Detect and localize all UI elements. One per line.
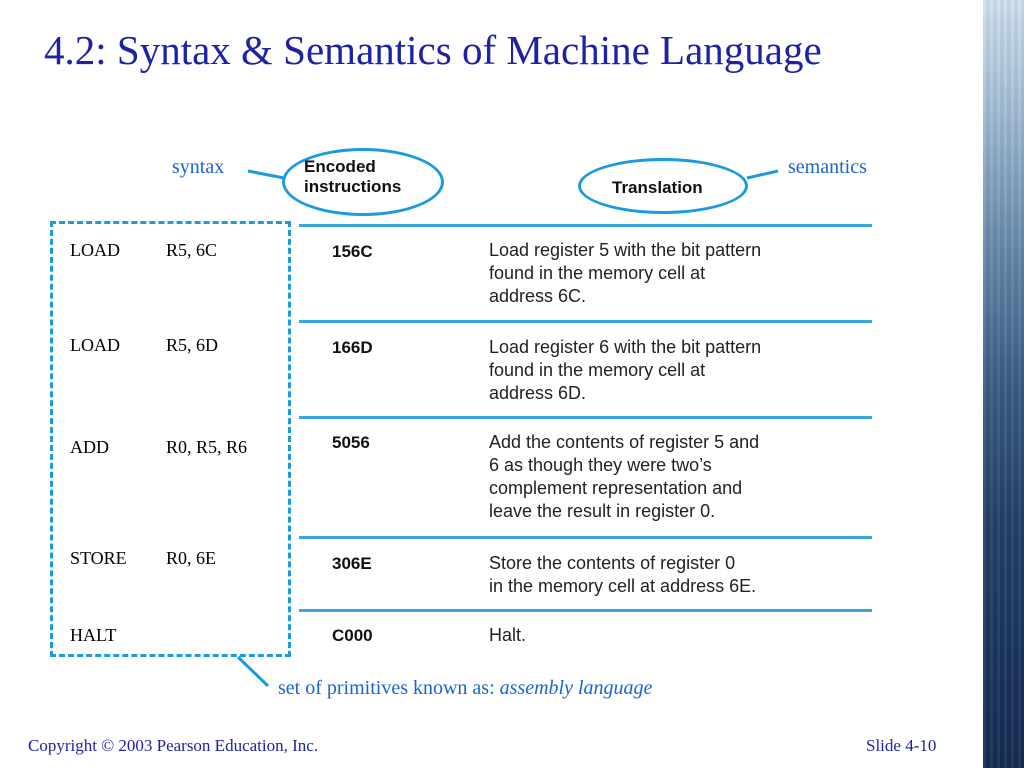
assembly-instruction: HALT: [70, 625, 166, 646]
translation-line: Load register 5 with the bit pattern: [489, 240, 762, 260]
encoded-instructions-header: Encoded instructions: [304, 157, 401, 197]
slide-title: 4.2: Syntax & Semantics of Machine Langu…: [44, 27, 822, 73]
instruction-translation: Halt.: [489, 624, 526, 647]
translation-line: address 6C.: [489, 286, 587, 306]
assembly-instruction: LOAD R5, 6D: [70, 335, 218, 356]
translation-line: 6 as though they were two’s: [489, 455, 712, 475]
translation-line: leave the result in register 0.: [489, 501, 716, 521]
assembly-instruction: STORE R0, 6E: [70, 548, 216, 569]
operands: R0, 6E: [166, 548, 217, 568]
operands: R5, 6D: [166, 335, 219, 355]
opcode: LOAD: [70, 240, 120, 260]
assembly-language-note: set of primitives known as: assembly lan…: [278, 677, 652, 700]
assembly-instruction: ADD R0, R5, R6: [70, 437, 247, 458]
semantics-callout: semantics: [788, 156, 867, 178]
instruction-translation: Add the contents of register 5 and 6 as …: [489, 431, 759, 523]
machine-code: C000: [332, 626, 373, 645]
translation-line: Halt.: [489, 625, 527, 645]
translation-header-oval: [578, 158, 748, 214]
semantics-connector-line: [746, 169, 779, 180]
operands: R0, R5, R6: [166, 437, 248, 457]
encoded-header-line1: Encoded: [304, 157, 376, 176]
syntax-callout: syntax: [172, 156, 225, 178]
instruction-translation: Store the contents of register 0 in the …: [489, 552, 756, 598]
translation-line: found in the memory cell at: [489, 263, 706, 283]
assembly-instruction: LOAD R5, 6C: [70, 240, 217, 261]
translation-line: address 6D.: [489, 383, 587, 403]
machine-code: 156C: [332, 242, 373, 261]
assembly-dashed-box: [50, 221, 291, 657]
translation-line: Store the contents of register 0: [489, 553, 736, 573]
footnote-connector-line: [236, 655, 270, 688]
table-rule: [299, 416, 872, 419]
table-rule: [299, 320, 872, 323]
slide-number: Slide 4-10: [866, 736, 937, 755]
instruction-translation: Load register 6 with the bit pattern fou…: [489, 336, 761, 405]
machine-code: 166D: [332, 338, 373, 357]
opcode: STORE: [70, 548, 127, 568]
copyright-footer: Copyright © 2003 Pearson Education, Inc.: [28, 736, 319, 755]
decorative-side-image: [983, 0, 1024, 768]
table-rule: [299, 609, 872, 612]
opcode: LOAD: [70, 335, 120, 355]
translation-line: found in the memory cell at: [489, 360, 706, 380]
encoded-header-oval: [282, 148, 444, 216]
syntax-connector-line: [247, 169, 285, 180]
encoded-header-line2: instructions: [304, 177, 402, 196]
instruction-translation: Load register 5 with the bit pattern fou…: [489, 239, 761, 308]
translation-header: Translation: [612, 178, 703, 197]
table-rule: [299, 536, 872, 539]
table-rule: [299, 224, 872, 227]
operands: R5, 6C: [166, 240, 218, 260]
translation-line: in the memory cell at address 6E.: [489, 576, 757, 596]
note-emphasis: assembly language: [499, 677, 653, 699]
translation-line: Add the contents of register 5 and: [489, 432, 760, 452]
note-prefix: set of primitives known as:: [278, 677, 500, 699]
translation-line: Load register 6 with the bit pattern: [489, 337, 762, 357]
opcode: HALT: [70, 625, 117, 645]
machine-code: 306E: [332, 554, 372, 573]
opcode: ADD: [70, 437, 109, 457]
machine-code: 5056: [332, 433, 370, 452]
translation-line: complement representation and: [489, 478, 743, 498]
